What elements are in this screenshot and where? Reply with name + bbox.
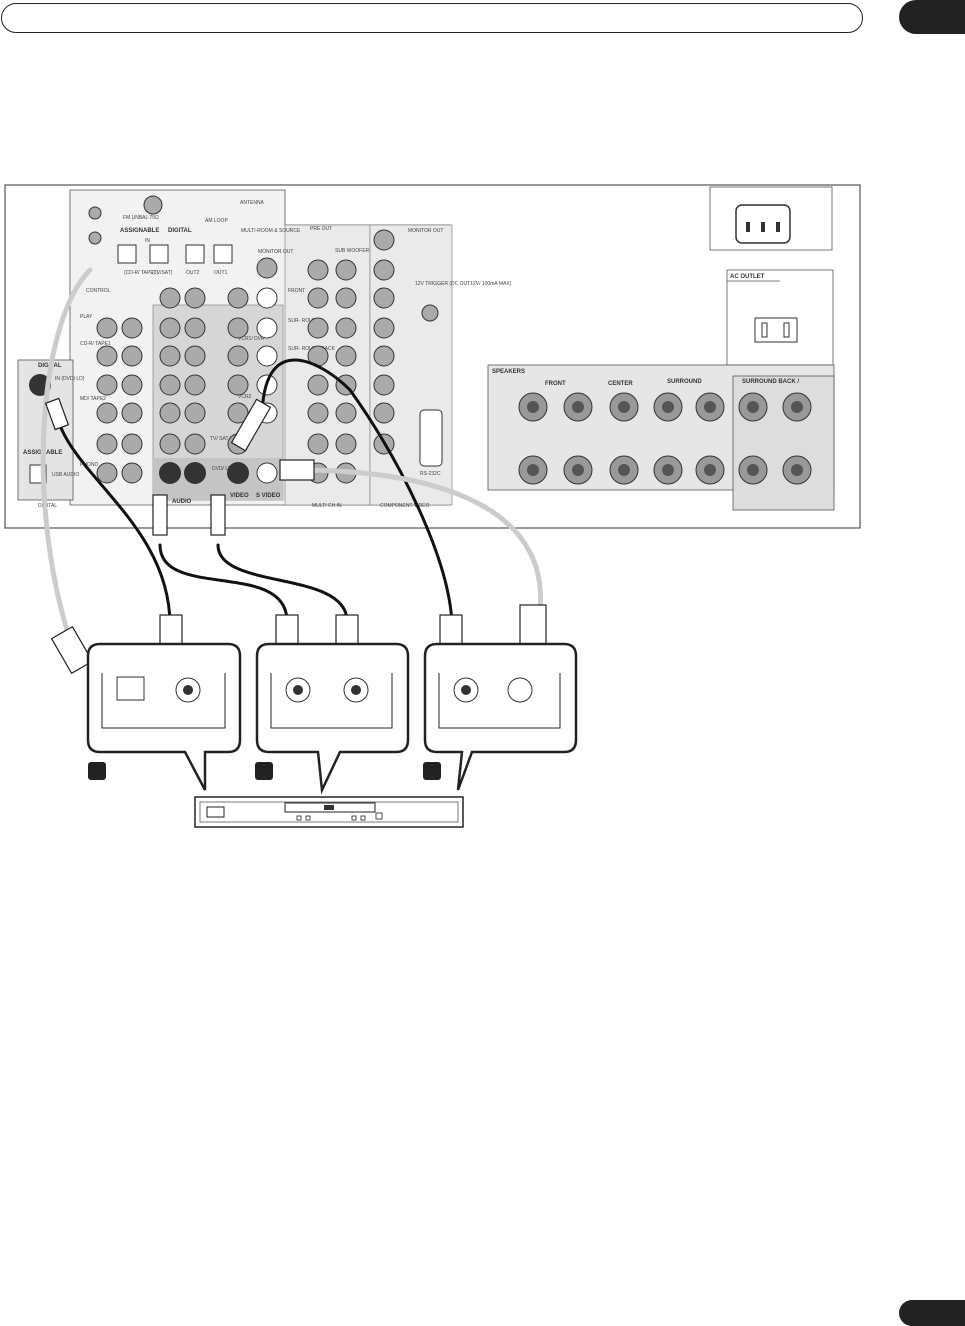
front-label: FRONT [288,288,305,294]
callout-number-1 [88,762,106,780]
vcr1-label: VCR1/ DVR [238,336,265,342]
speakers-front-label: FRONT [545,381,566,387]
coaxial-cable [53,403,172,627]
callout-audio [255,642,410,795]
speaker-terminals [518,392,812,485]
tv-sat-label: (TV/SAT) [152,270,173,276]
callout-video [423,642,578,791]
multi-ch-in-label: MULTI CH IN [312,503,342,509]
antenna-label: ANTENNA [240,200,265,206]
callout-digital [86,642,242,791]
rs232c-label: RS-232C [420,471,441,477]
page-number-tab [899,1300,965,1326]
cd-tape-label: (CD-R/ TAPE1) [124,270,158,276]
rca-jacks [88,195,439,484]
am-antenna-label: AM LOOP [205,218,228,224]
play-label: PLAY [80,314,93,320]
digital-in-label: IN [145,238,150,244]
usb-audio-label: USB AUDIO [52,472,79,478]
trigger-label: 12V TRIGGER (DC OUT12V/ 100mA MAX) [415,281,512,287]
digital-bottom-label: DIGITAL [38,503,57,509]
audio-label: AUDIO [172,499,192,505]
audio-cable-r [158,543,289,622]
control-label: CONTROL [86,288,111,294]
speakers-surround-back-label: SURROUND BACK / [742,379,799,385]
out1-label: OUT1 [214,270,228,276]
cables [40,267,543,643]
callout-number-2 [255,762,273,780]
digital-in-dvd-label: IN (DVD/ LD) [55,376,85,382]
surround-label: SUR- ROUND [288,318,320,324]
callout-number-3 [423,762,441,780]
chapter-header-bar [1,3,863,33]
rs232c-port [419,409,443,467]
component-video-label: COMPONENT VIDEO [380,503,429,509]
speakers-label: SPEAKERS [492,369,525,375]
chapter-number-tab [899,0,965,34]
digital-out-label: DIGITAL [168,228,192,234]
video-label: VIDEO [230,493,249,499]
md-tape2-label: MD/ TAPE2 [80,396,106,402]
monitor-out-label: MONITOR OUT [258,249,293,255]
audio-cable-l [216,543,349,622]
phono-label: PHONO [80,462,98,468]
component-monitor-out-label: MONITOR OUT [408,228,443,234]
s-video-jacks [256,287,278,484]
cdr-tape1-label: CD-R/ TAPE1 [80,341,111,347]
multiroom-label: MULTI-ROOM & SOURCE [241,228,301,234]
video-cable [260,358,454,627]
dvd-ld-in-label: DVD/ LD IN [212,466,239,472]
dvd-input-jacks [29,374,249,484]
out2-label: OUT2 [186,270,200,276]
s-video-cable [297,467,543,613]
fm-antenna-label: FM UNBAL 75Ω [123,215,159,221]
speakers-surround-label: SURROUND [667,379,702,385]
vcr2-label: VCR2 [238,394,252,400]
pre-out-label: PRE OUT [310,226,332,232]
s-video-label: S VIDEO [256,493,281,499]
ac-outlet-label: AC OUTLET [730,274,765,280]
callout-numbers [88,762,441,780]
subwoofer-label: SUB WOOFER [335,248,370,254]
optical-jacks [29,244,233,484]
optical-cable [40,267,93,643]
ac-outlet-socket [754,317,798,343]
assignable-label: ASSIGNABLE [120,228,159,234]
speakers-center-label: CENTER [608,381,633,387]
tv-sat-in-label: TV/ SAT IN [210,436,235,442]
